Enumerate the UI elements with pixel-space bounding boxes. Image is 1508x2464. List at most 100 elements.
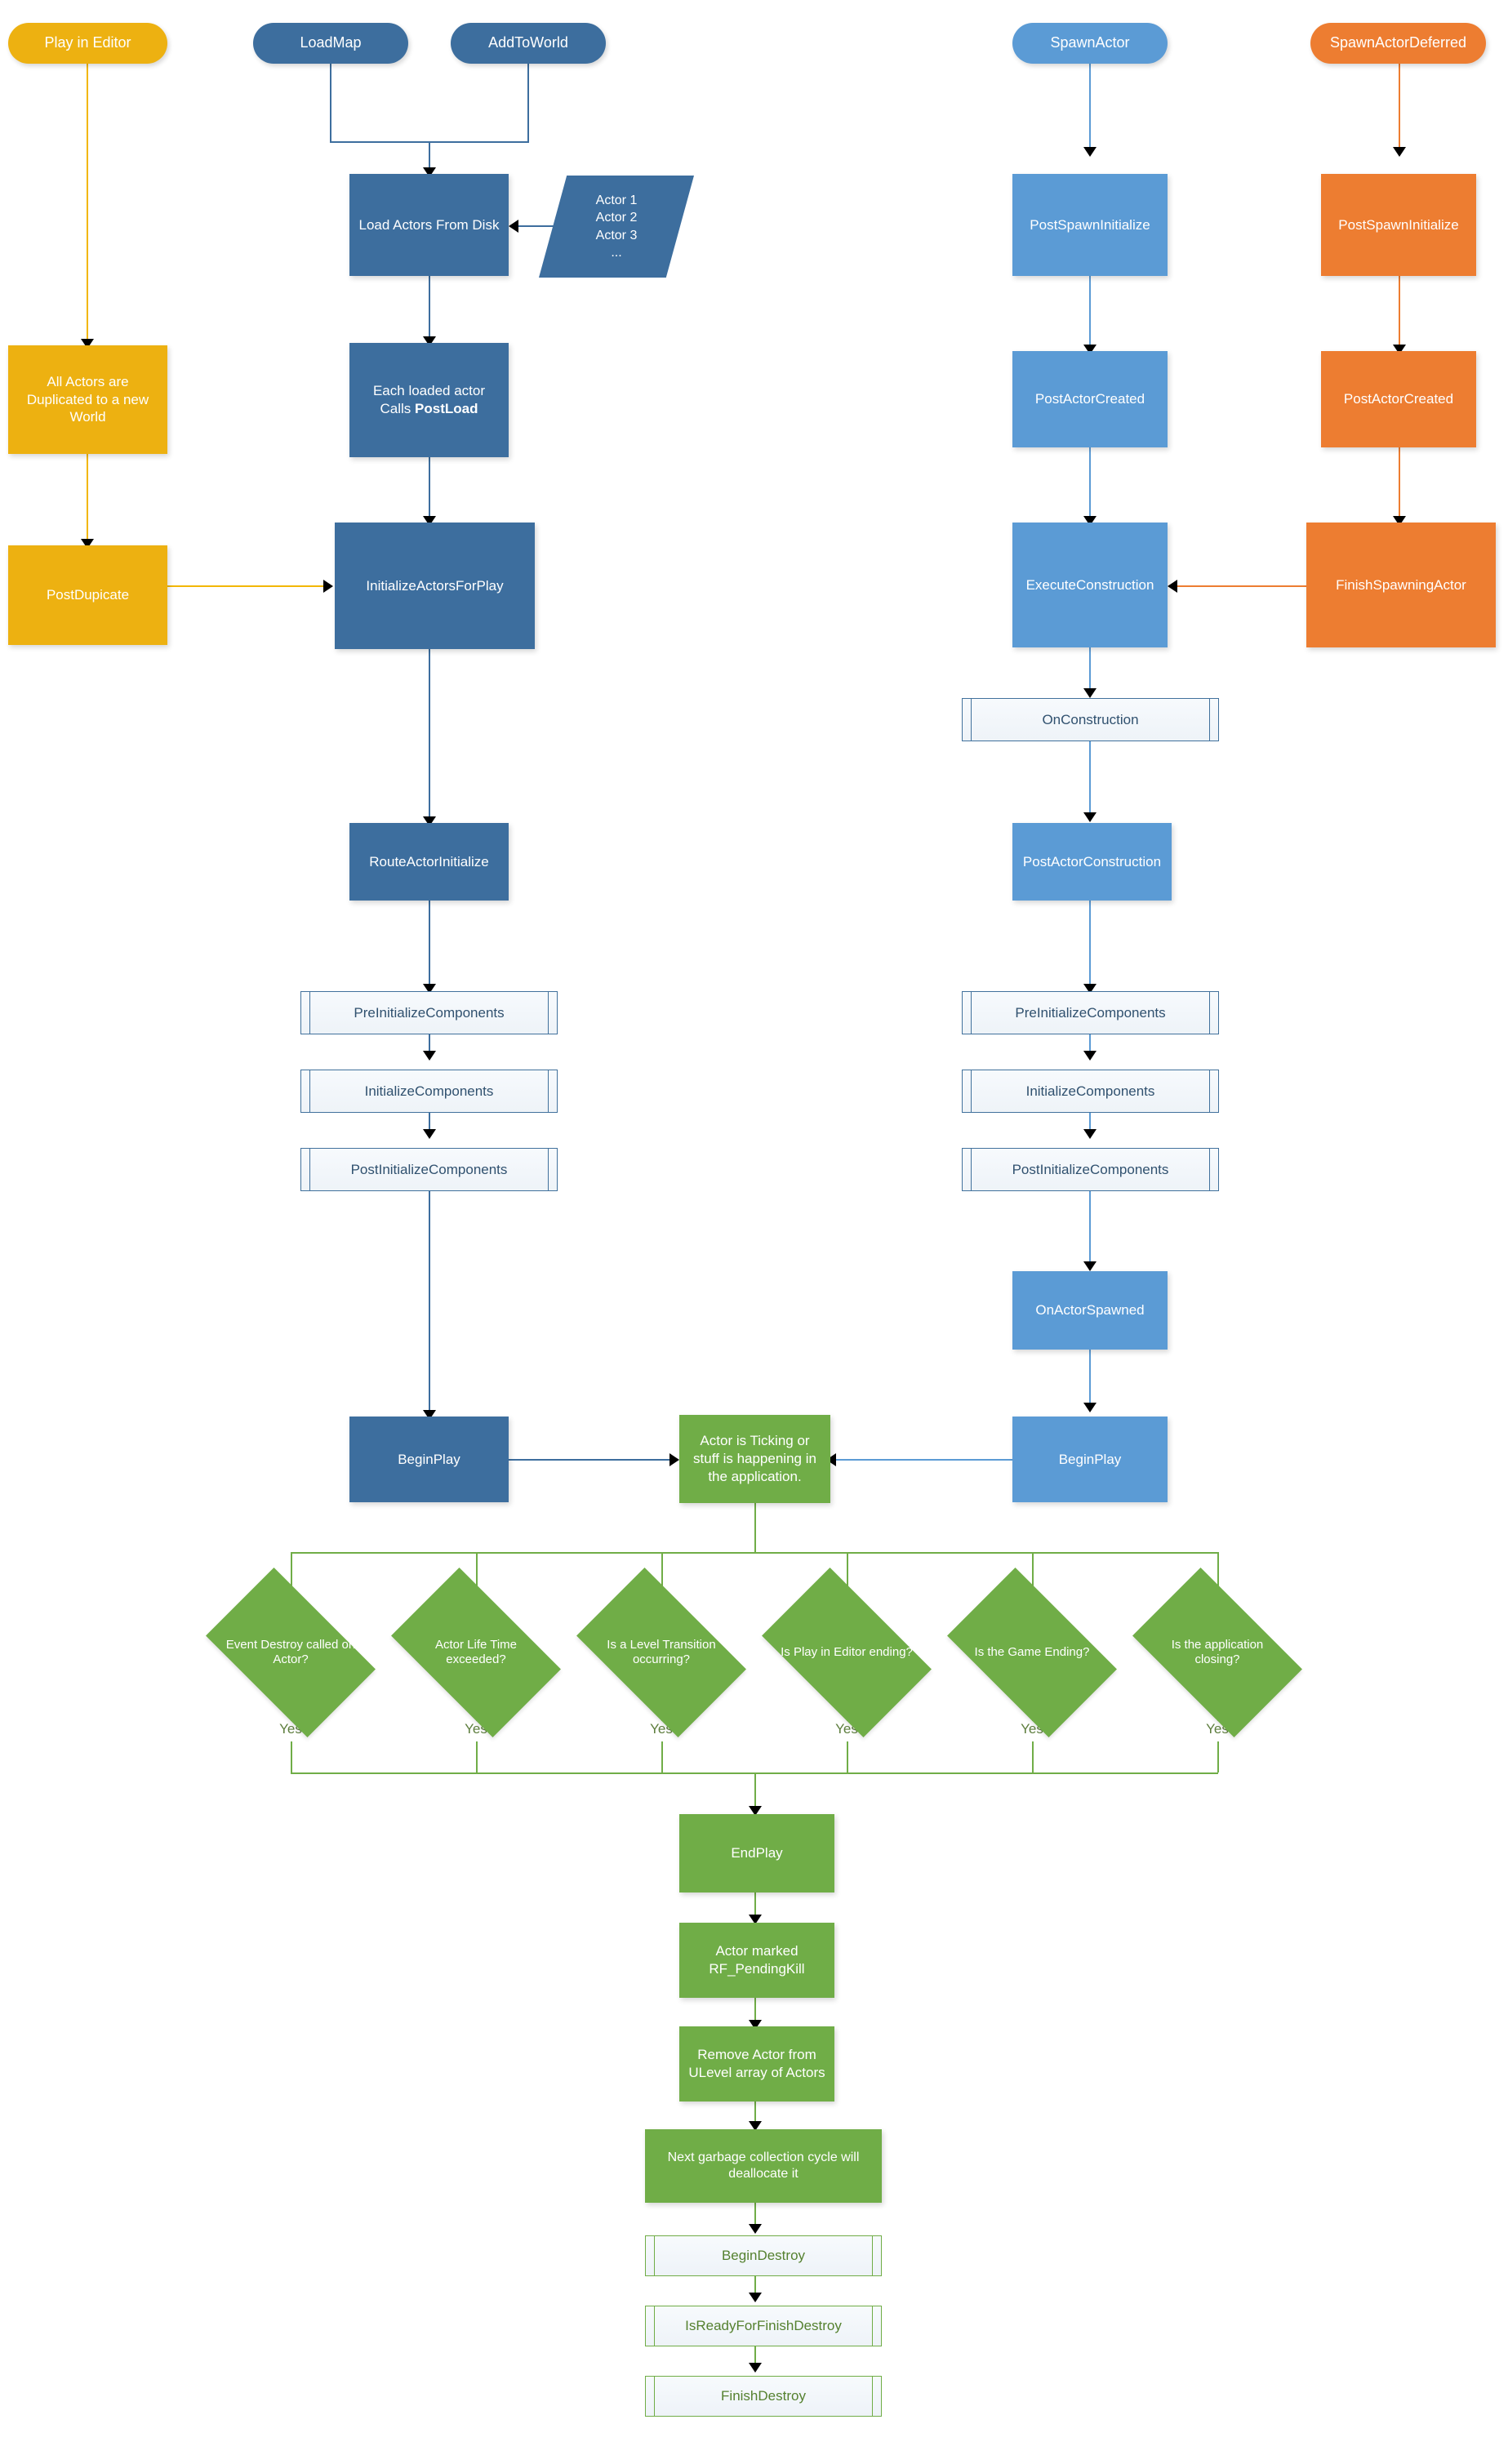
node-begin-play-right[interactable]: BeginPlay [1012,1417,1168,1502]
edge-postinit-to-beginplay-left [429,1191,430,1416]
arrowhead-postinit-right [1083,1129,1097,1139]
node-pre-initialize-components-right[interactable]: PreInitializeComponents [962,991,1219,1034]
edge-drop-decision-6 [1217,1552,1219,1599]
node-play-in-editor-label: Play in Editor [44,34,131,51]
node-initialize-components-left[interactable]: InitializeComponents [300,1070,558,1113]
edge-begindestroy-to-isready [754,2276,756,2299]
node-finish-spawning-actor[interactable]: FinishSpawningActor [1306,523,1496,647]
node-remove-actor-from-ulevel[interactable]: Remove Actor from ULevel array of Actors [679,2026,834,2102]
node-play-in-editor[interactable]: Play in Editor [8,23,167,64]
arrowhead-gc [749,2121,762,2131]
edge-finishspawning-to-execute [1176,585,1308,587]
node-actor-ticking[interactable]: Actor is Ticking or stuff is happening i… [679,1415,830,1503]
decision-level-transition[interactable]: Is a Level Transition occurring? [576,1568,746,1737]
edge-remove-to-gc [754,2102,756,2128]
node-route-actor-initialize[interactable]: RouteActorInitialize [349,823,509,901]
node-begin-play-left-label: BeginPlay [398,1451,460,1467]
node-post-actor-created-blue[interactable]: PostActorCreated [1012,351,1168,447]
node-post-spawn-initialize-orange-label: PostSpawnInitialize [1338,216,1459,233]
edge-drop-decision-4 [847,1552,848,1599]
node-begin-play-left[interactable]: BeginPlay [349,1417,509,1502]
node-spawn-actor-deferred[interactable]: SpawnActorDeferred [1310,23,1486,64]
node-initialize-components-right[interactable]: InitializeComponents [962,1070,1219,1113]
edge-initializeactors-to-routeactor [429,649,430,821]
node-next-gc-cycle[interactable]: Next garbage collection cycle will deall… [645,2129,882,2203]
decision-event-destroy[interactable]: Event Destroy called on Actor? [206,1568,376,1737]
edge-drop-decision-3 [661,1552,663,1599]
edge-beginplay-left-to-ticking [509,1459,672,1461]
node-load-map-label: LoadMap [300,34,362,51]
node-post-spawn-initialize-blue-label: PostSpawnInitialize [1030,216,1150,233]
node-load-map[interactable]: LoadMap [253,23,408,64]
edge-ticking-down [754,1503,756,1552]
node-each-loaded-actor[interactable]: Each loaded actor Calls PostLoad [349,343,509,457]
decision-game-ending[interactable]: Is the Game Ending? [947,1568,1117,1737]
edge-gc-to-begindestroy [754,2203,756,2229]
edge-drop-decision-1 [291,1552,292,1599]
node-on-construction-label: OnConstruction [1042,711,1139,727]
node-post-spawn-initialize-orange[interactable]: PostSpawnInitialize [1321,174,1476,276]
node-is-ready-for-finish-destroy-label: IsReadyForFinishDestroy [685,2318,842,2333]
edge-merge-down [429,141,430,178]
node-post-initialize-components-right[interactable]: PostInitializeComponents [962,1148,1219,1191]
arrowhead-postspawn-blue [1083,147,1097,157]
node-on-actor-spawned-label: OnActorSpawned [1035,1302,1145,1319]
edge-onconstruction-to-postactorconstruction [1089,741,1091,819]
node-load-actors-from-disk[interactable]: Load Actors From Disk [349,174,509,276]
arrowhead-loadactors-right [509,220,518,233]
decision-application-closing-label: Is the application closing? [1171,1637,1264,1666]
node-route-actor-initialize-label: RouteActorInitialize [369,853,489,870]
edge-init-to-postinit-right [1089,1113,1091,1136]
actor-list-line-4: ... [611,245,622,260]
node-actor-list[interactable]: Actor 1 Actor 2 Actor 3 ... [539,176,694,278]
parallelogram-shape [539,176,694,278]
arrowhead-postinit-left [423,1129,436,1139]
node-begin-destroy[interactable]: BeginDestroy [645,2235,882,2276]
node-each-loaded-actor-label: Each loaded actor Calls PostLoad [356,382,502,418]
node-finish-destroy[interactable]: FinishDestroy [645,2376,882,2417]
edge-loadmap-down [330,64,331,141]
arrowhead-beginplay-right [1083,1403,1097,1412]
node-all-actors-duplicated[interactable]: All Actors are Duplicated to a new World [8,345,167,454]
node-post-duplicate[interactable]: PostDupicate [8,545,167,645]
node-add-to-world[interactable]: AddToWorld [451,23,606,64]
arrowhead-initializeactors-left [323,580,333,593]
decision-actor-life-time[interactable]: Actor Life Time exceeded? [391,1568,561,1737]
node-spawn-actor[interactable]: SpawnActor [1012,23,1168,64]
node-spawn-actor-label: SpawnActor [1050,34,1130,51]
node-post-actor-construction[interactable]: PostActorConstruction [1012,823,1172,901]
edge-eachloaded-to-initializeactors [429,457,430,523]
arrowhead-init-left [423,1051,436,1061]
edge-preinit-to-init-left [429,1034,430,1057]
arrowhead-init-right [1083,1051,1097,1061]
edge-beginplay-right-to-ticking [833,1459,1014,1461]
edge-yes-2-bottom [476,1741,478,1772]
arrowhead-ticking-left [669,1453,679,1466]
node-post-spawn-initialize-blue[interactable]: PostSpawnInitialize [1012,174,1168,276]
node-end-play[interactable]: EndPlay [679,1814,834,1892]
arrowhead-onconstruction [1083,688,1097,698]
arrowhead-postactorconstruction [1083,812,1097,822]
decision-play-in-editor-ending[interactable]: Is Play in Editor ending? [762,1568,932,1737]
decision-game-ending-label: Is the Game Ending? [974,1644,1090,1659]
node-is-ready-for-finish-destroy[interactable]: IsReadyForFinishDestroy [645,2306,882,2346]
node-on-construction[interactable]: OnConstruction [962,698,1219,741]
edge-duplicate-to-postduplicate [87,454,88,545]
actor-list-line-3: Actor 3 [595,228,638,242]
edge-postduplicate-to-initializeactors [167,585,327,587]
node-initialize-actors-for-play[interactable]: InitializeActorsForPlay [335,523,535,649]
node-pre-initialize-components-left[interactable]: PreInitializeComponents [300,991,558,1034]
node-post-initialize-components-left[interactable]: PostInitializeComponents [300,1148,558,1191]
node-actor-marked-pendingkill[interactable]: Actor marked RF_PendingKill [679,1923,834,1998]
node-post-actor-created-orange[interactable]: PostActorCreated [1321,351,1476,447]
node-end-play-label: EndPlay [731,1845,783,1861]
node-post-initialize-components-left-label: PostInitializeComponents [350,1161,508,1177]
edge-init-to-postinit-left [429,1113,430,1136]
edge-preinit-to-init-right [1089,1034,1091,1057]
decision-application-closing[interactable]: Is the application closing? [1132,1568,1302,1737]
node-on-actor-spawned[interactable]: OnActorSpawned [1012,1271,1168,1350]
node-execute-construction[interactable]: ExecuteConstruction [1012,523,1168,647]
edge-isready-to-finishdestroy [754,2346,756,2369]
edge-decision-bus [291,1552,1218,1554]
arrowhead-isready [749,2293,762,2302]
